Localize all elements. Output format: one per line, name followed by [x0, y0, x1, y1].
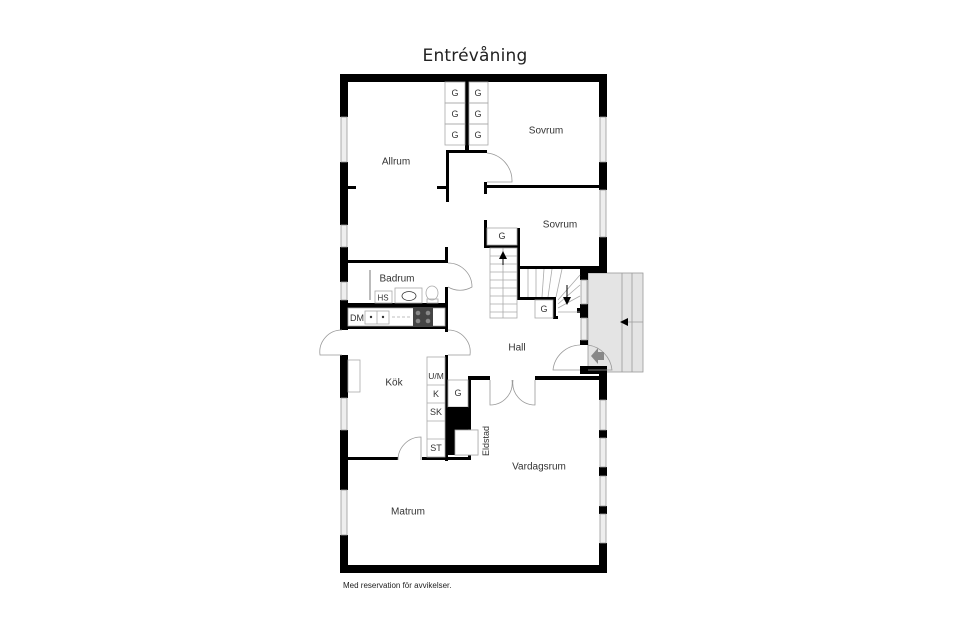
floor-title: Entrévåning	[422, 46, 528, 66]
stairs-down-arrow-icon	[563, 297, 571, 305]
bathroom-fixtures	[369, 270, 439, 304]
closet-label: G	[474, 88, 482, 98]
closet-label: G	[498, 231, 506, 241]
closet-label: G	[451, 130, 459, 140]
label-dm: DM	[350, 313, 364, 323]
label-hs: HS	[377, 293, 389, 303]
doors[interactable]	[319, 152, 613, 461]
stairs-up-arrow-icon	[499, 251, 507, 259]
room-label-badrum: Badrum	[379, 273, 415, 285]
stove-burners	[415, 310, 431, 324]
room-label-kok: Kök	[385, 377, 403, 389]
room-label-allrum: Allrum	[381, 156, 411, 168]
closet-label: G	[540, 304, 548, 314]
entrance-arrow-icon	[591, 348, 604, 364]
room-label-vardagsrum: Vardagsrum	[512, 461, 566, 473]
closet-label: G	[454, 388, 462, 398]
kitchen-counters	[347, 307, 479, 458]
label-um: U/M	[428, 371, 444, 381]
closet-label: G	[451, 109, 459, 119]
porch-arrow-icon	[620, 318, 628, 326]
label-sk: SK	[429, 407, 443, 417]
room-label-sovrum-2: Sovrum	[542, 219, 578, 231]
closet-label: G	[474, 109, 482, 119]
room-label-hall: Hall	[508, 342, 526, 354]
room-label-matrum: Matrum	[391, 506, 425, 518]
label-st: ST	[430, 443, 442, 453]
room-label-sovrum-1: Sovrum	[528, 125, 564, 137]
label-eldstad: Eldstad	[481, 425, 491, 457]
windows	[340, 116, 607, 544]
outer-walls	[340, 74, 607, 573]
label-k: K	[432, 389, 440, 399]
stove-icon	[413, 308, 433, 326]
closet-label: G	[451, 88, 459, 98]
closet-label: G	[474, 130, 482, 140]
disclaimer: Med reservation för avvikelser.	[343, 581, 452, 590]
fireplace	[454, 429, 479, 456]
